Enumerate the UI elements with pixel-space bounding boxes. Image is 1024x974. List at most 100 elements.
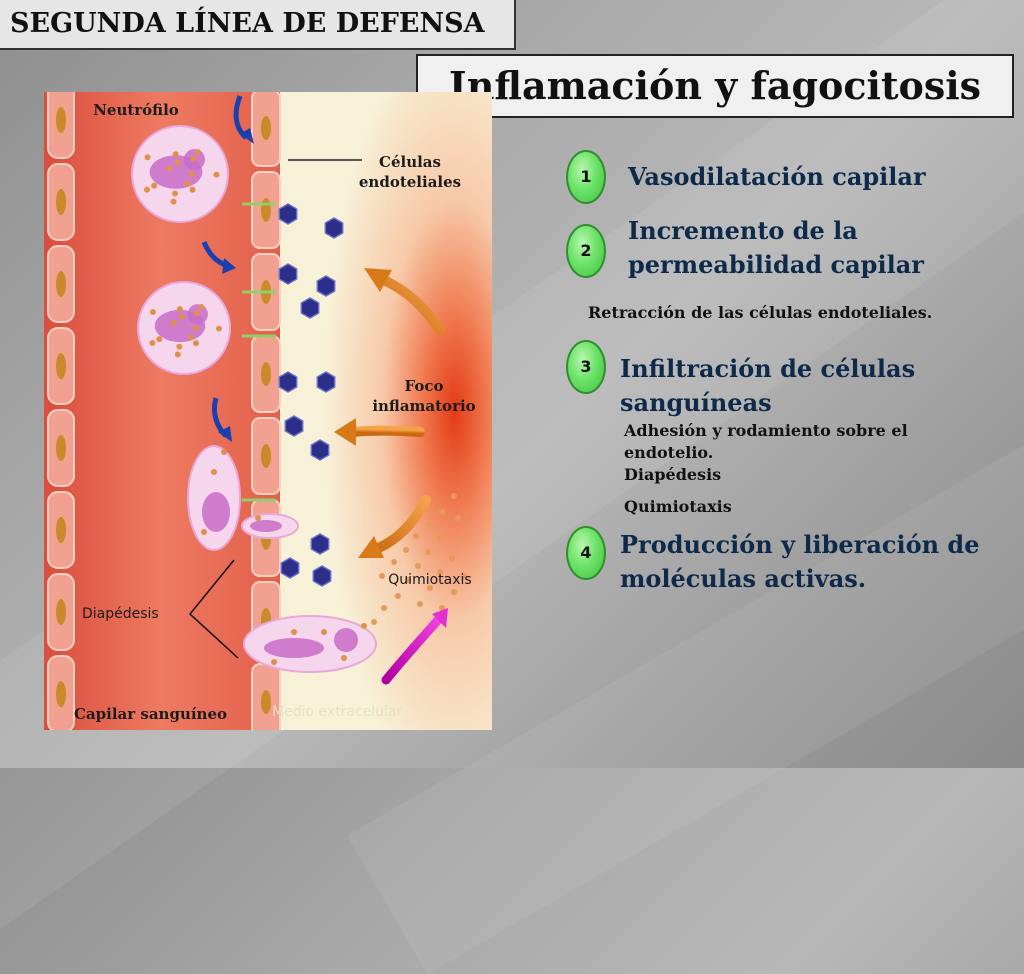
step-4-text: Producción y liberación de moléculas act… [620, 530, 980, 593]
signal-molecule [316, 371, 336, 393]
label-foco-inflamatorio: Foco inflamatorio [372, 377, 476, 415]
endothelial-nucleus [261, 198, 271, 222]
chemokine-dot [417, 601, 423, 607]
page-title: Inflamación y fagocitosis [416, 54, 1014, 118]
granule [189, 171, 195, 177]
chemokine-dot [439, 509, 445, 515]
orange-arrow-head [364, 268, 392, 292]
chemokine-dot [371, 619, 377, 625]
signal-molecule [278, 371, 298, 393]
granule [174, 351, 181, 358]
section-title: SEGUNDA LÍNEA DE DEFENSA [0, 0, 516, 50]
granule [291, 629, 297, 635]
endothelial-nucleus [56, 353, 66, 379]
chemokine-dot [449, 555, 455, 561]
granule [189, 186, 196, 193]
endothelial-nucleus [56, 599, 66, 625]
detail-diapedesis: Diapédesis [624, 465, 722, 484]
step-3-text: Infiltración de células sanguíneas [620, 354, 916, 417]
signal-molecule [310, 439, 330, 461]
signal-molecule [278, 263, 298, 285]
endothelial-nucleus [56, 517, 66, 543]
granule [215, 325, 222, 332]
left-endothelial-wall [47, 92, 75, 730]
chemokine-dot [415, 563, 421, 569]
diapedesis-pointer [188, 559, 239, 659]
granule [176, 306, 183, 313]
chemokine-dot [461, 573, 467, 579]
granule [192, 325, 199, 331]
signal-molecule [316, 275, 336, 297]
neutrophil-nucleus [202, 492, 230, 532]
granule [156, 336, 163, 343]
label-celulas-endoteliales: Células endoteliales [358, 153, 462, 191]
endothelial-nucleus [261, 690, 271, 714]
granule [221, 449, 227, 455]
endothelial-nucleus [56, 107, 66, 133]
orange-arrow-head [358, 536, 384, 558]
signal-molecule [324, 217, 344, 239]
step-2-text: Incremento de la permeabilidad capilar [628, 216, 924, 279]
endothelial-nucleus [56, 435, 66, 461]
signal-molecule [284, 415, 304, 437]
signal-molecule [310, 533, 330, 555]
endothelial-nucleus [261, 362, 271, 386]
step-2: 2 [566, 224, 610, 280]
granule [321, 629, 327, 635]
detail-retraccion: Retracción de las células endoteliales. [588, 303, 933, 322]
label-medio-extracelular: Medio extracelular [272, 704, 403, 720]
magenta-arrow [381, 615, 443, 685]
chemokine-dot [461, 537, 467, 543]
inflammation-diagram: Neutrófilo Células endoteliales Foco inf… [44, 92, 492, 730]
step-1: 1 [566, 150, 610, 206]
step-number-badge: 3 [566, 340, 606, 394]
granule [193, 340, 200, 347]
endothelial-nucleus [56, 681, 66, 707]
granule [213, 171, 220, 178]
granule [144, 154, 151, 161]
chemokine-dot [427, 585, 433, 591]
orange-arrow [345, 425, 425, 437]
granule [172, 190, 179, 197]
granule [194, 149, 201, 156]
granule [271, 659, 277, 665]
orange-arrow-head [334, 418, 356, 446]
granule [174, 159, 181, 166]
endothelial-nucleus [56, 271, 66, 297]
granule [176, 343, 183, 350]
granule [201, 529, 207, 535]
step-4: 4 [566, 526, 610, 582]
granule [187, 334, 194, 341]
endothelial-nucleus [56, 189, 66, 215]
endothelial-nucleus [261, 444, 271, 468]
granule [149, 339, 156, 346]
diagram-illustration [44, 92, 492, 730]
chemokine-dot [451, 493, 457, 499]
step-number-badge: 4 [566, 526, 606, 580]
granule [361, 623, 367, 629]
chemokine-dot [425, 549, 431, 555]
orange-arrow [369, 495, 431, 555]
neutrophil-nucleus [264, 638, 324, 658]
granule [170, 198, 177, 205]
chemokine-dot [403, 547, 409, 553]
orange-arrow [379, 275, 445, 335]
step-3: 3 [566, 340, 610, 396]
blue-arrow-head [240, 128, 254, 144]
chemokine-dot [379, 573, 385, 579]
granule [166, 165, 173, 172]
signal-molecule [312, 565, 332, 587]
chemokine-dot [391, 559, 397, 565]
granule [170, 319, 177, 326]
chemokine-dot [413, 533, 419, 539]
granule [151, 182, 158, 189]
granule [172, 151, 179, 158]
step-number-badge: 2 [566, 224, 606, 278]
chemokine-dot [451, 589, 457, 595]
granule [198, 304, 205, 311]
chemokine-dot [437, 535, 443, 541]
magenta-arrow-head [432, 608, 448, 628]
neutrophil-nucleus [250, 520, 282, 532]
blue-arrow-head [218, 426, 232, 442]
step-1-text: Vasodilatación capilar [628, 162, 926, 191]
